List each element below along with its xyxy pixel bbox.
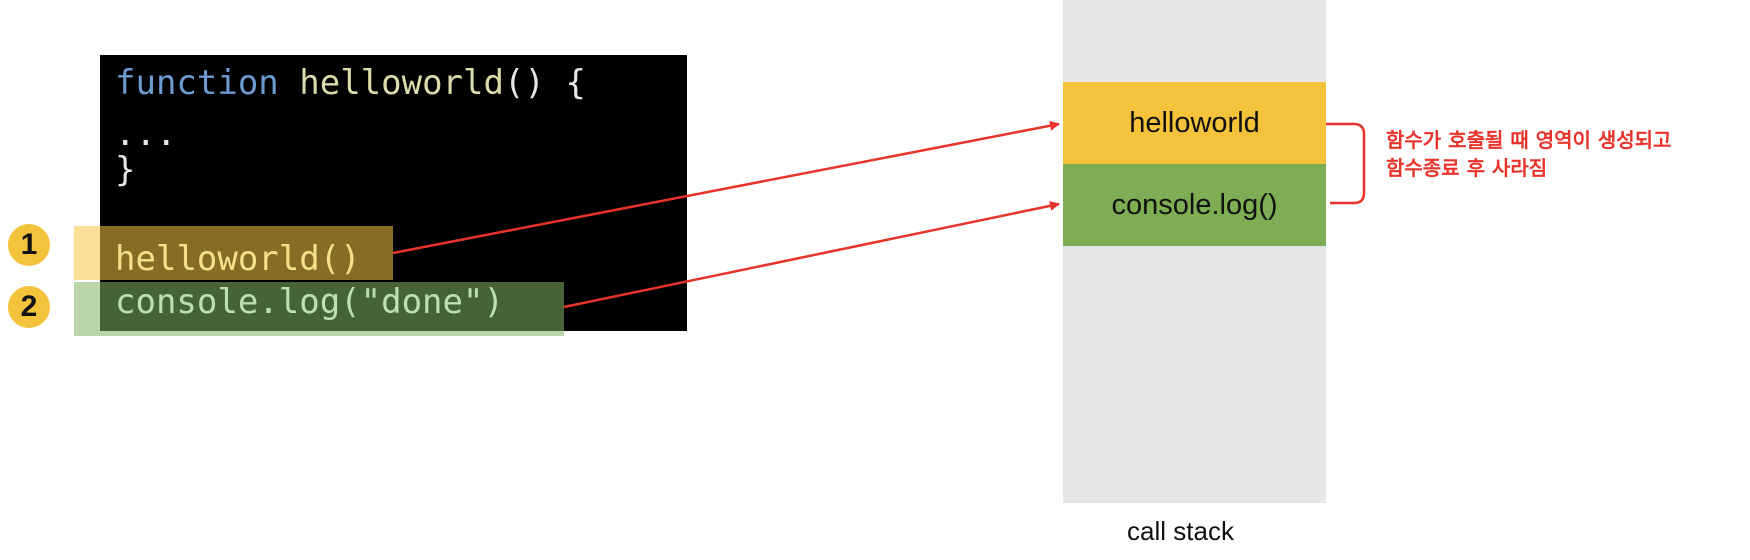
call-stack-caption: call stack — [1127, 516, 1234, 546]
annotation-line-1: 함수가 호출될 때 영역이 생성되고 — [1386, 128, 1672, 152]
code-line-body: ... — [115, 114, 177, 154]
function-name: helloworld — [299, 63, 504, 103]
function-signature: () { — [503, 63, 586, 103]
annotation-line-2: 함수종료 후 사라짐 — [1386, 156, 1548, 180]
code-line-close: } — [115, 150, 136, 190]
code-line-log: console.log("done") — [115, 282, 504, 322]
stack-frame-console-log: console.log() — [1063, 164, 1326, 246]
call-highlight — [74, 226, 393, 280]
stack-frame-helloworld: helloworld — [1063, 82, 1326, 164]
arrow-log-to-frame — [563, 200, 1060, 309]
lifecycle-annotation: 함수가 호출될 때 영역이 생성되고 함수종료 후 사라짐 — [1386, 126, 1671, 182]
step-badge-1: 1 — [8, 224, 50, 266]
code-line-function: function helloworld() { — [115, 66, 586, 100]
step-badge-2: 2 — [8, 286, 50, 328]
arrow-call-to-frame — [392, 120, 1060, 255]
log-highlight — [74, 282, 564, 336]
function-keyword: function — [115, 63, 279, 103]
annotation-bracket — [1326, 122, 1366, 205]
code-line-call: helloworld() — [115, 239, 361, 279]
